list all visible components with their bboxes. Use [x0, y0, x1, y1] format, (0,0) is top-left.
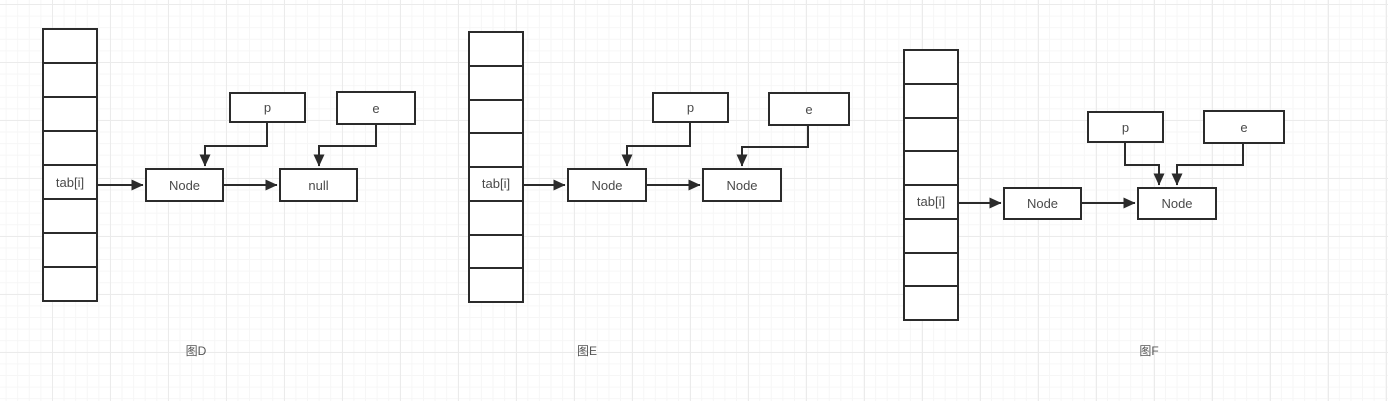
array-cell	[470, 269, 522, 301]
array-cell	[905, 152, 957, 186]
connector-e-to-node2-e	[736, 126, 809, 167]
array-cell	[470, 235, 522, 270]
array-cell	[470, 201, 522, 236]
node2-box-e: Node	[702, 168, 782, 202]
pointer-p-box-f: p	[1087, 111, 1164, 143]
diagram-caption-e: 图E	[576, 344, 597, 358]
array-cell	[44, 268, 96, 300]
pointer-p-box-e: p	[652, 92, 729, 123]
array-cell	[905, 51, 957, 85]
array-cell	[905, 118, 957, 153]
null-box-d: null	[279, 168, 358, 202]
connector-p-to-node2-f	[1124, 143, 1165, 186]
connector-e-to-node2-f	[1171, 144, 1244, 186]
canvas-bottom-margin	[0, 401, 1388, 410]
array-cell-tabi: tab[i]	[44, 166, 96, 200]
hash-bucket-array-f: tab[i]	[903, 49, 959, 321]
array-cell-tabi: tab[i]	[905, 186, 957, 220]
node1-box-d: Node	[145, 168, 224, 202]
connector-p-to-node1-d	[199, 123, 268, 167]
array-cell	[470, 33, 522, 67]
node1-box-e: Node	[567, 168, 647, 202]
array-cell	[44, 98, 96, 132]
node2-box-f: Node	[1137, 187, 1217, 220]
array-cell	[44, 234, 96, 268]
array-cell	[44, 64, 96, 98]
diagram-caption-d: 图D	[185, 344, 207, 358]
array-cell	[470, 100, 522, 135]
array-cell	[44, 132, 96, 166]
array-cell-tabi: tab[i]	[470, 168, 522, 202]
hash-bucket-array-d: tab[i]	[42, 28, 98, 302]
array-cell	[905, 287, 957, 319]
array-cell	[905, 84, 957, 119]
diagram-caption-f: 图F	[1139, 344, 1159, 358]
array-cell	[44, 30, 96, 64]
pointer-e-box-d: e	[336, 91, 416, 125]
array-cell	[44, 200, 96, 234]
array-cell	[905, 219, 957, 254]
pointer-p-box-d: p	[229, 92, 306, 123]
node1-box-f: Node	[1003, 187, 1082, 220]
array-cell	[905, 253, 957, 288]
connector-p-to-node1-e	[621, 123, 691, 167]
array-cell	[470, 134, 522, 168]
hash-bucket-array-e: tab[i]	[468, 31, 524, 303]
array-cell	[470, 66, 522, 101]
pointer-e-box-f: e	[1203, 110, 1285, 144]
pointer-e-box-e: e	[768, 92, 850, 126]
connector-e-to-node2-d	[313, 125, 377, 167]
